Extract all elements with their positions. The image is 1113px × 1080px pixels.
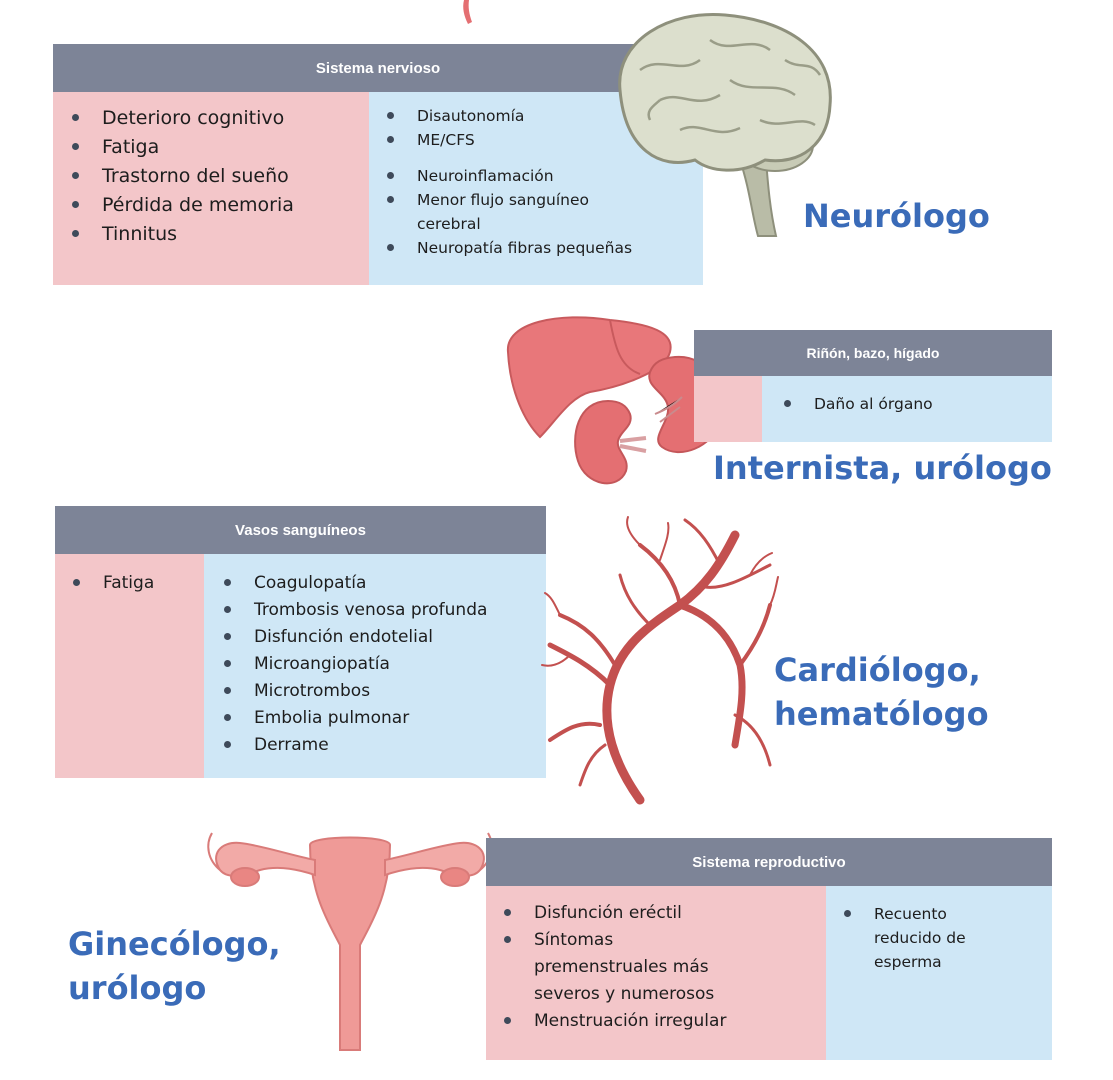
reproductive-secondary-list: Recuento reducido de esperma: [840, 902, 1010, 974]
list-item: Embolia pulmonar: [220, 705, 487, 732]
blood-vessels-icon: [541, 516, 779, 805]
list-item: Disfunción eréctil: [500, 900, 780, 927]
list-item: Síntomas premenstruales más severos y nu…: [500, 927, 744, 1008]
internist-urologist-label: Internista, urólogo: [713, 449, 1052, 487]
organs-primary-panel: [694, 376, 762, 442]
list-item: Disfunción endotelial: [220, 624, 487, 651]
nervous-system-header: Sistema nervioso: [53, 44, 703, 92]
list-item: Microtrombos: [220, 678, 487, 705]
nervous-primary-list: Deterioro cognitivo Fatiga Trastorno del…: [68, 104, 294, 249]
hematologist-label: hematólogo: [774, 695, 989, 733]
nervous-system-secondary-panel: Disautonomía ME/CFS Neuroinflamación Men…: [369, 92, 703, 285]
gynecologist-urologist-label: Ginecólogo, urólogo: [68, 922, 281, 1010]
list-item: Trombosis venosa profunda: [220, 597, 487, 624]
blood-vessels-header: Vasos sanguíneos: [55, 506, 546, 554]
list-item: ME/CFS: [383, 128, 683, 152]
list-item: Trastorno del sueño: [68, 162, 294, 191]
list-item: Microangiopatía: [220, 651, 487, 678]
list-item: Menstruación irregular: [500, 1008, 780, 1035]
reproductive-primary-list: Disfunción eréctil Síntomas premenstrual…: [500, 900, 780, 1035]
uterus-icon: [207, 832, 493, 1051]
blood-vessels-secondary-panel: Coagulopatía Trombosis venosa profunda D…: [204, 554, 546, 778]
vessels-primary-list: Fatiga: [69, 570, 154, 597]
reproductive-secondary-panel: Recuento reducido de esperma: [826, 886, 1052, 1060]
brain-icon: [618, 12, 832, 237]
neurologist-label: Neurólogo: [803, 197, 990, 235]
kidney-icon: [574, 399, 647, 485]
list-item: Derrame: [220, 732, 487, 759]
blood-vessels-card: Vasos sanguíneos Fatiga Coagulopatía Tro…: [55, 506, 546, 778]
list-item: Recuento reducido de esperma: [840, 902, 984, 974]
cardiologist-label: Cardiólogo,: [774, 651, 981, 689]
nervous-system-card: Sistema nervioso Deterioro cognitivo Fat…: [53, 44, 703, 285]
vessels-secondary-list: Coagulopatía Trombosis venosa profunda D…: [220, 570, 487, 759]
nervous-secondary-list: Disautonomía ME/CFS Neuroinflamación Men…: [383, 104, 683, 260]
list-item: Pérdida de memoria: [68, 191, 294, 220]
urologist-label: urólogo: [68, 969, 207, 1007]
blood-vessels-primary-panel: Fatiga: [55, 554, 204, 778]
gynecologist-label: Ginecólogo,: [68, 925, 281, 963]
list-item: Disautonomía: [383, 104, 683, 128]
organs-secondary-panel: Daño al órgano: [762, 376, 1052, 442]
list-item: Coagulopatía: [220, 570, 487, 597]
reproductive-primary-panel: Disfunción eréctil Síntomas premenstrual…: [486, 886, 826, 1060]
reproductive-system-card: Sistema reproductivo Disfunción eréctil …: [486, 838, 1052, 1060]
organs-card: Riñón, bazo, hígado Daño al órgano: [694, 330, 1052, 442]
list-item: Daño al órgano: [780, 392, 933, 416]
list-item: Neuropatía fibras pequeñas: [383, 236, 683, 260]
organs-header: Riñón, bazo, hígado: [694, 330, 1052, 376]
list-item: Menor flujo sanguíneo cerebral: [383, 188, 647, 236]
list-item: Neuroinflamación: [383, 164, 683, 188]
list-item: Deterioro cognitivo: [68, 104, 294, 133]
vessel-fragment-icon: [463, 0, 472, 24]
cardiologist-hematologist-label: Cardiólogo, hematólogo: [774, 648, 989, 736]
organs-secondary-list: Daño al órgano: [780, 392, 933, 416]
nervous-system-primary-panel: Deterioro cognitivo Fatiga Trastorno del…: [53, 92, 369, 285]
list-item: Fatiga: [69, 570, 154, 597]
list-item: Tinnitus: [68, 220, 294, 249]
reproductive-system-header: Sistema reproductivo: [486, 838, 1052, 886]
list-item: Fatiga: [68, 133, 294, 162]
